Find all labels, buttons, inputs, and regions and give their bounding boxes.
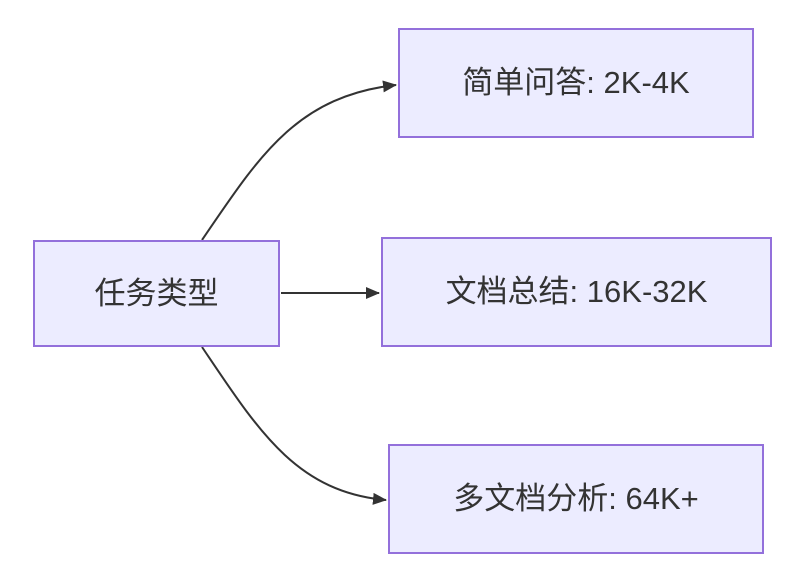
node-task-type-label: 任务类型 — [94, 275, 219, 311]
edge-to-simple-qa — [201, 80, 397, 241]
node-multi-doc-analysis-label: 多文档分析: 64K+ — [453, 481, 699, 517]
edge-to-multi-doc-analysis — [201, 346, 387, 505]
node-simple-qa-label: 简单问答: 2K-4K — [462, 65, 690, 101]
node-multi-doc-analysis: 多文档分析: 64K+ — [388, 444, 764, 554]
node-simple-qa: 简单问答: 2K-4K — [398, 28, 754, 138]
node-doc-summary-label: 文档总结: 16K-32K — [445, 274, 708, 310]
node-doc-summary: 文档总结: 16K-32K — [381, 237, 772, 347]
node-task-type: 任务类型 — [33, 240, 280, 347]
